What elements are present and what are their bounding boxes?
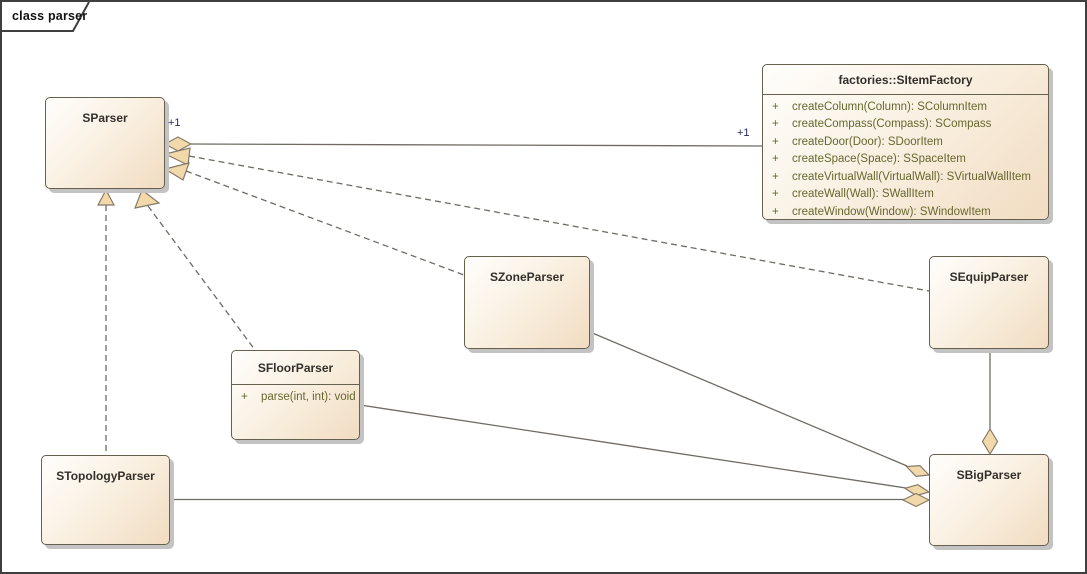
connector-realization-stopologyparser-sparser[interactable] [97,188,115,455]
method-createcolumn[interactable]: + createColumn(Column): SColumnItem [763,98,1048,116]
visibility-symbol: + [772,118,779,131]
visibility-symbol: + [772,205,779,218]
class-title: SEquipParser [949,270,1029,284]
visibility-symbol: + [772,153,779,166]
method-createspace[interactable]: + createSpace(Space): SSpaceItem [763,151,1048,169]
class-sequipparser[interactable]: SEquipParser [929,256,1049,349]
connector-realization-sfloorparser-sparser[interactable] [134,189,256,351]
class-szoneparser[interactable]: SZoneParser [464,256,590,349]
frame-tab-outline [2,2,90,32]
method-createvirtualwall[interactable]: + createVirtualWall(VirtualWall): SVirtu… [763,168,1048,186]
class-sparser[interactable]: SParser [45,97,165,189]
connector-aggregation-sbigparser-szoneparser[interactable] [589,331,931,478]
method-signature: createColumn(Column): SColumnItem [792,100,987,113]
visibility-symbol: + [772,170,779,183]
visibility-symbol: + [772,188,779,201]
connector-aggregation-sbigparser-sfloorparser[interactable] [359,404,931,497]
method-createdoor[interactable]: + createDoor(Door): SDoorItem [763,133,1048,151]
visibility-symbol: + [772,100,779,113]
method-signature: createDoor(Door): SDoorItem [792,135,943,148]
multiplicity-label-factory-end: +1 [737,127,750,139]
connector-aggregation-sparser-sitemfactory[interactable] [163,136,763,152]
class-sbigparser[interactable]: SBigParser [929,454,1049,546]
class-title: SParser [82,111,128,125]
method-signature: createCompass(Compass): SCompass [792,118,992,131]
connector-realization-szoneparser-sparser[interactable] [163,162,465,276]
visibility-symbol: + [241,390,248,403]
class-title: SFloorParser [257,360,334,375]
methods-compartment: + parse(int, int): void [232,384,359,406]
method-createcompass[interactable]: + createCompass(Compass): SCompass [763,116,1048,134]
connector-aggregation-sbigparser-sequipparser[interactable] [981,349,999,456]
visibility-symbol: + [772,135,779,148]
class-title: SZoneParser [489,270,565,284]
class-title: STopologyParser [56,469,155,483]
class-sfloorparser[interactable]: SFloorParser + parse(int, int): void [231,350,360,440]
class-stopologyparser[interactable]: STopologyParser [41,455,170,545]
method-signature: createSpace(Space): SSpaceItem [792,153,966,166]
multiplicity-label-sparser-end: +1 [168,117,181,129]
connector-aggregation-sbigparser-stopologyparser[interactable] [170,492,931,508]
method-signature: parse(int, int): void [261,390,356,403]
method-parse[interactable]: + parse(int, int): void [232,388,359,406]
connector-realization-sequipparser-sparser[interactable] [163,147,930,292]
class-sitemfactory[interactable]: factories::SItemFactory + createColumn(C… [762,64,1049,220]
method-createwall[interactable]: + createWall(Wall): SWallItem [763,186,1048,204]
class-title: factories::SItemFactory [838,72,973,87]
method-createwindow[interactable]: + createWindow(Window): SWindowItem [763,203,1048,221]
class-title: SBigParser [956,468,1022,482]
method-signature: createVirtualWall(VirtualWall): SVirtual… [792,170,1032,183]
method-signature: createWall(Wall): SWallItem [792,188,934,201]
methods-compartment: + createColumn(Column): SColumnItem + cr… [763,94,1048,221]
method-signature: createWindow(Window): SWindowItem [792,205,991,218]
frame-tab-label: class parser [12,9,88,23]
